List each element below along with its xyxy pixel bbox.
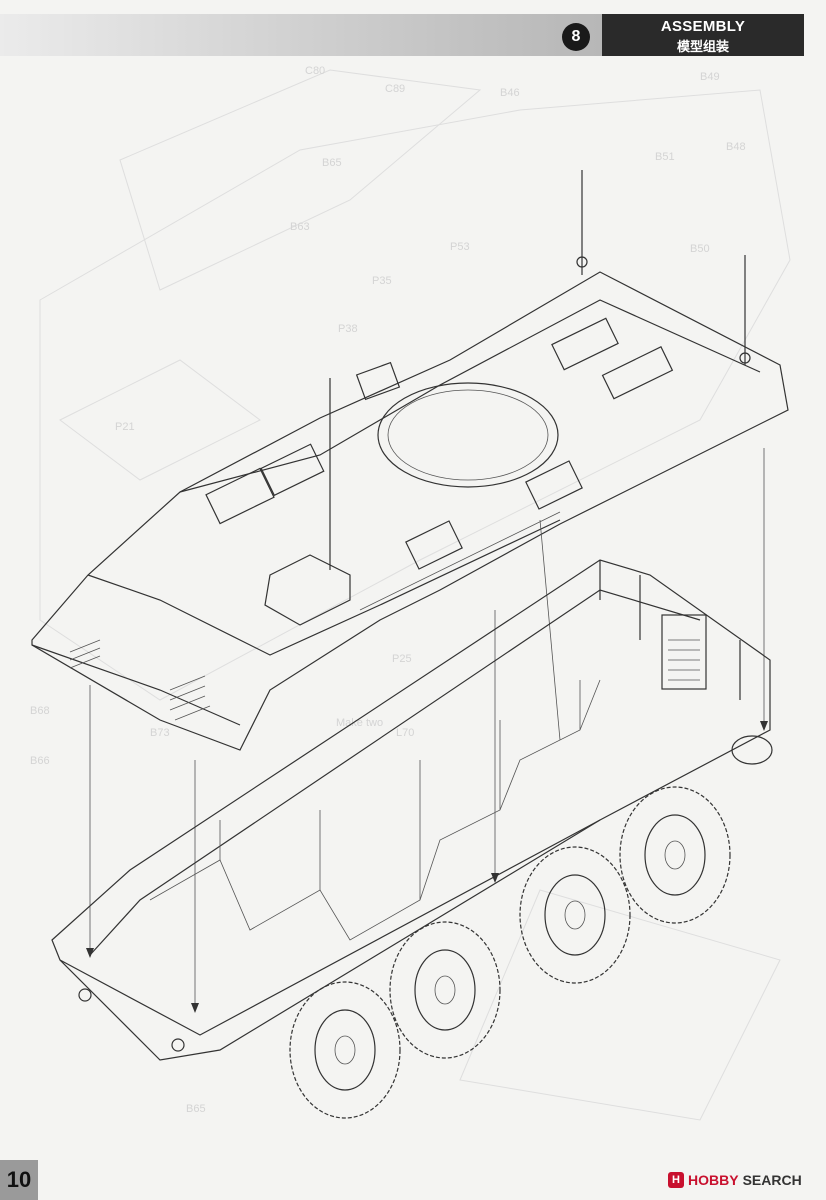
alignment-arrows: [86, 448, 768, 1013]
watermark-brand: HOBBY: [688, 1172, 739, 1188]
page-number: 10: [0, 1160, 38, 1200]
ghost-label: P35: [372, 275, 392, 287]
tow-hook: [171, 1038, 185, 1052]
ghost-label: B68: [30, 705, 50, 717]
ghost-label: P38: [338, 323, 358, 335]
ghost-label: C89: [385, 83, 405, 95]
ghost-label: C80: [305, 65, 325, 77]
assembly-title-box: ASSEMBLY 模型组装: [602, 14, 804, 56]
watermark-text: SEARCH: [742, 1172, 802, 1188]
step-number-badge: 8: [562, 23, 590, 51]
ghost-label: B66: [30, 755, 50, 767]
wheel: [519, 846, 631, 984]
ghost-label: B51: [655, 151, 675, 163]
wheel-set: [78, 735, 773, 1119]
exhaust-cylinder: [731, 735, 773, 765]
ghost-label: B65: [322, 157, 342, 169]
ghost-label: P21: [115, 421, 135, 433]
title-chinese: 模型组装: [676, 40, 729, 55]
wheel: [289, 981, 401, 1119]
ghost-label: B73: [150, 727, 170, 739]
ghost-label: B65: [186, 1103, 206, 1115]
ghost-label: B48: [726, 141, 746, 153]
watermark-logo-icon: H: [668, 1172, 684, 1188]
title-english: ASSEMBLY: [660, 18, 746, 35]
ghost-label: P25: [392, 653, 412, 665]
ghost-label: B46: [500, 87, 520, 99]
ghost-label: L70: [396, 727, 414, 739]
watermark: H HOBBY SEARCH: [668, 1170, 802, 1190]
ghost-background-drawing: C80 C89 B49 B48 B46 B50 B51 B63 B65 P53 …: [30, 65, 791, 1121]
wheel: [619, 786, 731, 924]
ghost-label: B63: [290, 221, 310, 233]
ghost-label: B50: [690, 243, 710, 255]
ghost-label: P53: [450, 241, 470, 253]
ghost-label: B49: [700, 71, 720, 83]
upper-hull-part: [31, 170, 789, 751]
tow-hook: [78, 988, 92, 1002]
lower-hull-part: [51, 559, 771, 1061]
wheel: [389, 921, 501, 1059]
